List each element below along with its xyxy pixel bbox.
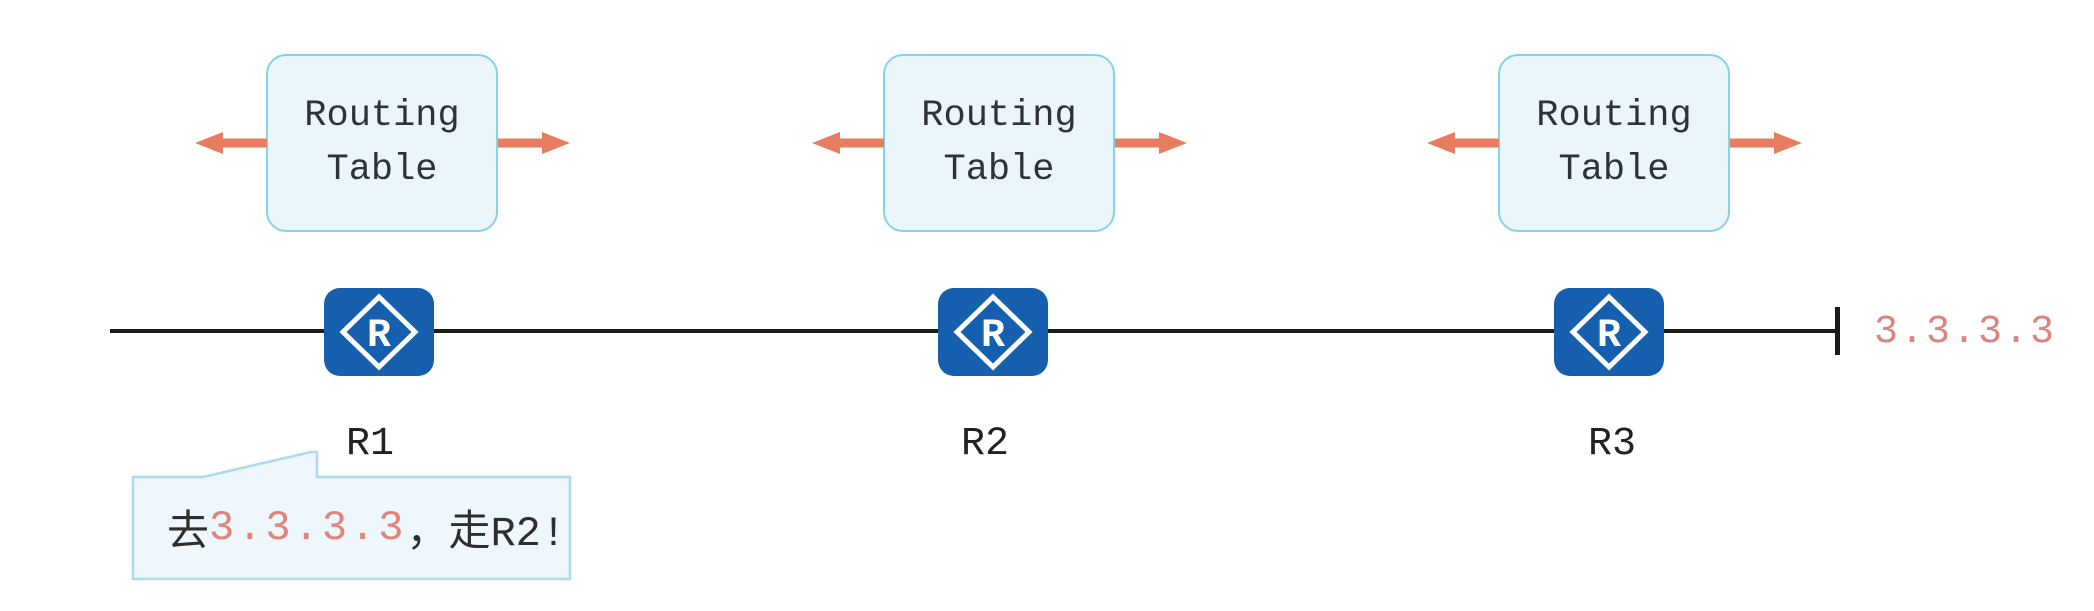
router-name-r2: R2 [960, 422, 1009, 467]
router-icon: R [324, 288, 434, 376]
callout-prefix: 去 [167, 510, 210, 558]
arrow-left-icon [1427, 132, 1499, 154]
callout-ip: 3.3.3.3 [209, 503, 407, 552]
routing-table-label: Routing Table [1536, 95, 1692, 191]
router-name-r3: R3 [1587, 422, 1636, 467]
arrow-right-icon [1115, 132, 1187, 154]
router-icon: R [938, 288, 1048, 376]
routing-table-box-r1: Routing Table [266, 54, 498, 232]
router-icon-letter: R [367, 314, 391, 359]
routing-table-label: Routing Table [304, 95, 460, 191]
routing-table-box-r3: Routing Table [1498, 54, 1730, 232]
router-icon-letter: R [981, 314, 1005, 359]
routing-table-label: Routing Table [921, 95, 1077, 191]
destination-ip-label: 3.3.3.3 [1874, 310, 2057, 355]
routing-table-box-r2: Routing Table [883, 54, 1115, 232]
arrow-left-icon [195, 132, 267, 154]
router-icon: R [1554, 288, 1664, 376]
arrow-right-icon [498, 132, 570, 154]
arrow-left-icon [812, 132, 884, 154]
router-name-r1: R1 [345, 422, 394, 467]
callout-bubble [131, 450, 572, 581]
router-icon-letter: R [1597, 314, 1621, 359]
arrow-right-icon [1730, 132, 1802, 154]
callout-suffix: ，走R2! [406, 510, 567, 558]
link-end-terminator [1835, 307, 1840, 355]
